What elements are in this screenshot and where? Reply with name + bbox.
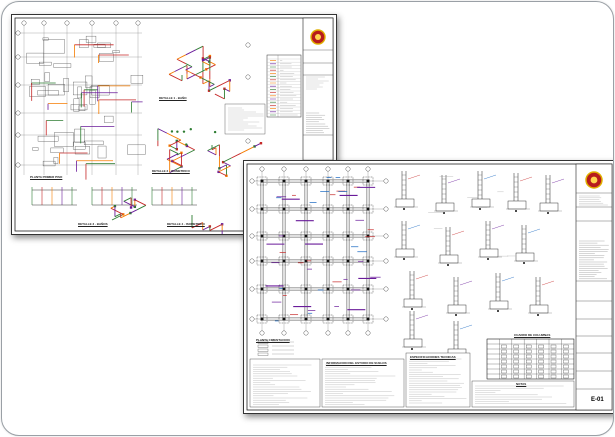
structural-drawing	[246, 163, 613, 411]
notes-title: NOTAS	[516, 382, 527, 386]
specs-title: ESPECIFICACIONES TECNICAS	[410, 355, 456, 359]
detail-2-label: DETALLE 2 - ISOMETRICO	[152, 169, 190, 173]
soil-study-title: INFORMACION DEL ESTUDIO DE SUELOS	[326, 361, 387, 365]
detail-4-label: DETALLE 4 - ISOMETRICO	[167, 222, 205, 226]
sheet-number: E-01	[591, 397, 604, 403]
plan-sheet-structural[interactable]: PLANTA CIMENTACION NOTAS ESPECIFICACIONE…	[243, 160, 613, 414]
plan-sheet-sanitary[interactable]: PLANTA PRIMER PISO DETALLE 1 - BAÑO DETA…	[11, 14, 337, 235]
foundation-plan-title: PLANTA CIMENTACION	[256, 338, 290, 342]
column-table-title: CUADRO DE COLUMNAS	[514, 333, 551, 337]
plan-title-label: PLANTA PRIMER PISO	[30, 175, 63, 179]
detail-1-label: DETALLE 1 - BAÑO	[159, 96, 187, 100]
detail-3-label: DETALLE 3 - BAÑOS	[78, 222, 108, 226]
